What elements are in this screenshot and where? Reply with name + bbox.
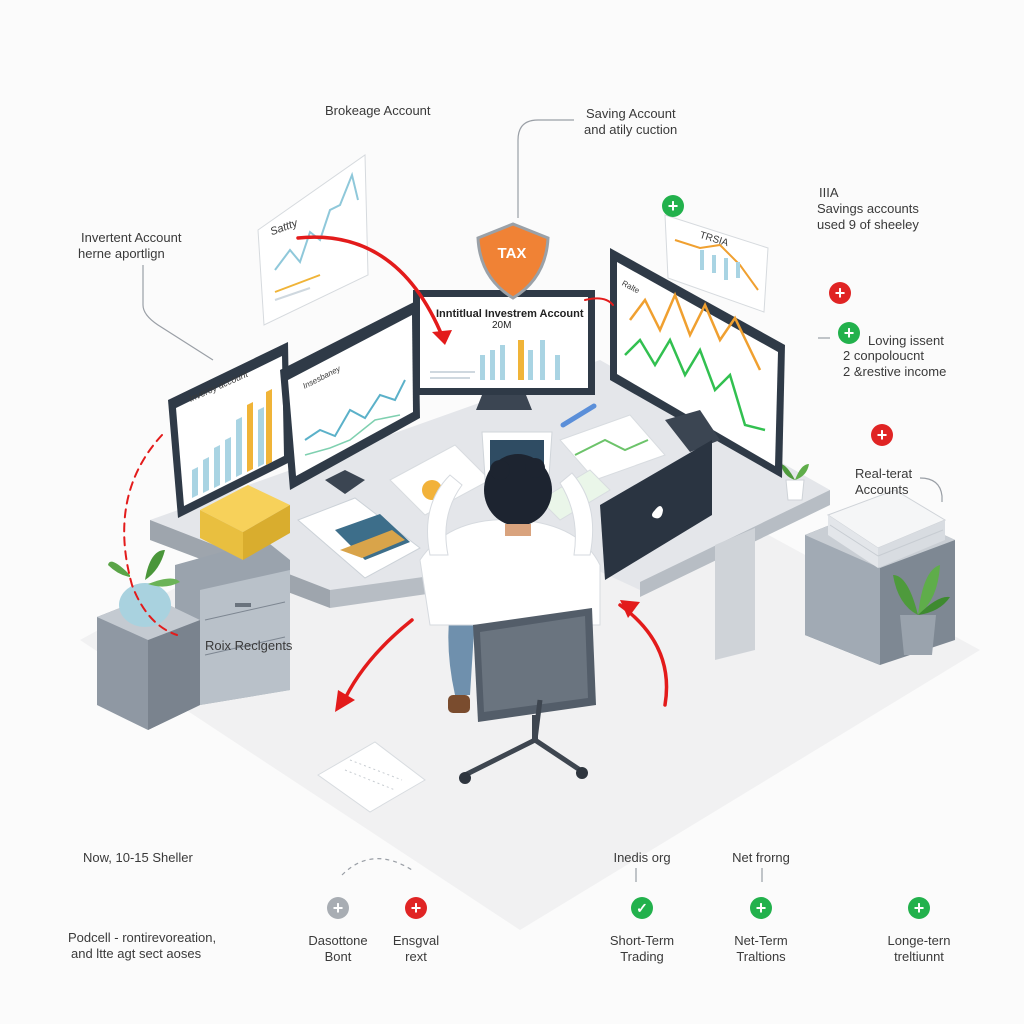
floor-note (317, 741, 426, 813)
dasottone-label: Dasottone (308, 933, 368, 948)
ira-label: IIIA (819, 185, 839, 200)
center-screen-title: Inntitlual Investrem Account (436, 308, 584, 320)
monitor-right (610, 248, 785, 478)
check-icon: ✓ (631, 897, 653, 919)
investment-account-sublabel: herne aportlign (78, 246, 165, 261)
ira-sublabel-2: used 9 of sheeley (817, 217, 919, 232)
pen (560, 403, 597, 428)
person (419, 454, 601, 713)
drawer-cabinet (175, 540, 290, 705)
investment-account-label: Invertent Account (81, 230, 182, 245)
inedis-label: Inedis org (613, 850, 671, 865)
monitor-center (413, 290, 595, 410)
real-estate-label: Real-terat (855, 466, 913, 481)
brokerage-account-label: Brokeage Account (325, 103, 431, 118)
yellow-folders (200, 485, 290, 560)
monitor-left (168, 342, 290, 518)
tax-shield-label: TAX (497, 245, 527, 262)
long-term-sublabel: treltiunnt (894, 949, 944, 964)
plant-pot-right (893, 565, 950, 655)
red-flow-arrows (123, 235, 669, 707)
desk-plant (781, 464, 809, 501)
center-screen-subtitle: 20M (492, 320, 512, 331)
laptop (600, 440, 712, 580)
loving-label-3: 2 &restive income (843, 364, 947, 379)
ira-sublabel-1: Savings accounts (817, 201, 919, 216)
tax-shield (476, 222, 550, 300)
plus-icon: + (750, 897, 772, 919)
monitor-mid (280, 300, 420, 494)
plant-pot-left (108, 550, 180, 627)
loving-label-1: Loving issent (868, 333, 944, 348)
saving-account-sublabel: and atily cuction (584, 122, 678, 137)
plus-icon: + (838, 322, 860, 344)
arrow-heads (335, 330, 640, 712)
ensgval-sublabel: rext (405, 949, 427, 964)
floating-chart-paper (257, 154, 369, 326)
plus-icon: + (327, 897, 349, 919)
ensgval-label: Ensgval (392, 933, 440, 948)
plus-icon: + (829, 282, 851, 304)
paper-stack-right (826, 489, 947, 568)
office-chair (459, 608, 596, 784)
dasottone-sublabel: Bont (324, 949, 352, 964)
short-term-label: Short-Term (609, 933, 675, 948)
net-term-sublabel: Traltions (736, 949, 786, 964)
net-term-label: Net-Term (734, 933, 788, 948)
podcell-label-1: Podcell - rontirevoreation, (68, 930, 217, 945)
connector-lines (142, 119, 943, 882)
loving-label-2: 2 conpoloucnt (843, 348, 924, 363)
short-term-sublabel: Trading (620, 949, 664, 964)
roix-label: Roix Reclgents (205, 638, 293, 653)
saving-account-label: Saving Account (586, 106, 676, 121)
podcell-label-2: and ltte agt sect aoses (71, 946, 202, 961)
now-sheller-label: Now, 10-15 Sheller (83, 850, 193, 865)
plus-icon: + (908, 897, 930, 919)
long-term-label: Longe-tern (887, 933, 951, 948)
net-frorng-label: Net frorng (732, 850, 790, 865)
plus-icon: + (405, 897, 427, 919)
plus-icon: + (871, 424, 893, 446)
floating-doc-paper (664, 214, 769, 313)
real-estate-sublabel: Accounts (855, 482, 909, 497)
plus-icon: + (662, 195, 684, 217)
tablet-left (297, 497, 421, 579)
